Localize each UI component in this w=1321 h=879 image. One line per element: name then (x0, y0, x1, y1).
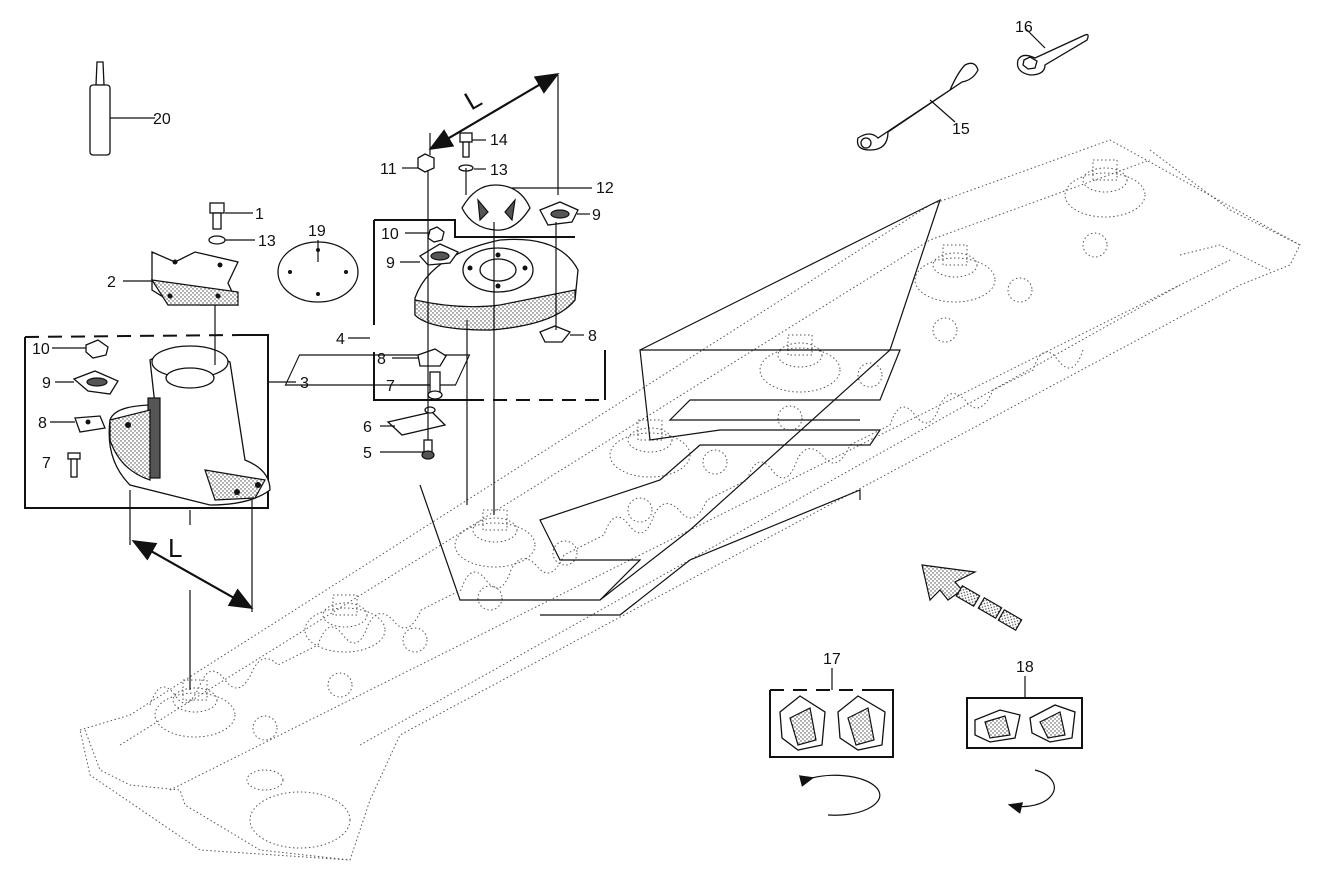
callout-9-center-left: 9 (386, 255, 395, 272)
rotation-set-17 (769, 668, 894, 816)
callout-12: 12 (596, 180, 614, 197)
callout-18: 18 (1016, 659, 1034, 676)
callout-13-center: 13 (490, 162, 508, 179)
callout-16: 16 (1015, 19, 1033, 36)
callout-7-center: 7 (386, 378, 395, 395)
wrench-part-15 (856, 62, 979, 151)
hub-6 (914, 244, 996, 303)
hub-1 (154, 679, 236, 738)
center-dimension-L (428, 72, 560, 195)
disc-hubs (154, 159, 1146, 741)
callout-9-center-right: 9 (592, 207, 601, 224)
callout-11: 11 (380, 161, 397, 178)
callout-6: 6 (363, 419, 372, 436)
callout-9-left: 9 (42, 375, 51, 392)
left-assembly-box (24, 334, 269, 509)
callout-14: 14 (490, 132, 508, 149)
callout-8-center-left: 8 (377, 351, 386, 368)
left-small-parts (67, 339, 119, 478)
callout-8-center-right: 8 (588, 328, 597, 345)
leader-lines (50, 139, 592, 453)
dimension-L-center: L (459, 83, 487, 116)
cap-part-12 (461, 184, 531, 231)
center-small-parts (386, 132, 579, 515)
disc-hub-part (414, 238, 579, 331)
logo-outline (284, 198, 942, 616)
dimension-L-left: L (168, 533, 182, 563)
callout-4: 4 (336, 331, 345, 348)
callout-1: 1 (255, 206, 264, 223)
center-assembly-box (373, 219, 606, 401)
gasket-part-19 (277, 240, 359, 303)
callout-7-left: 7 (42, 455, 51, 472)
callout-5: 5 (363, 445, 372, 462)
hub-2 (304, 594, 386, 653)
callout-20: 20 (153, 111, 171, 128)
hub-3 (454, 509, 536, 568)
left-dimension-L (129, 305, 254, 690)
plate-part-2 (150, 251, 240, 306)
bolt-part-1 (208, 202, 226, 245)
callout-2: 2 (107, 274, 116, 291)
callout-labels: 1 2 3 4 5 6 7 8 8 9 9 10 11 12 13 13 14 … (32, 19, 1034, 676)
hub-5 (759, 334, 841, 393)
housing-cone-part-3 (108, 345, 271, 506)
callout-10-left: 10 (32, 341, 50, 358)
grease-tube-part-20 (89, 61, 155, 156)
callout-15: 15 (952, 121, 970, 138)
callout-13-left: 13 (258, 233, 276, 250)
hub-4 (609, 419, 691, 478)
callout-8-left: 8 (38, 415, 47, 432)
callout-3: 3 (300, 375, 309, 392)
rotation-set-18 (966, 676, 1083, 814)
callout-10-center: 10 (381, 226, 399, 243)
callout-17: 17 (823, 651, 841, 668)
direction-arrow (921, 564, 1023, 632)
hub-7 (1064, 159, 1146, 218)
callout-19: 19 (308, 223, 326, 240)
key-part-16 (1016, 27, 1089, 76)
